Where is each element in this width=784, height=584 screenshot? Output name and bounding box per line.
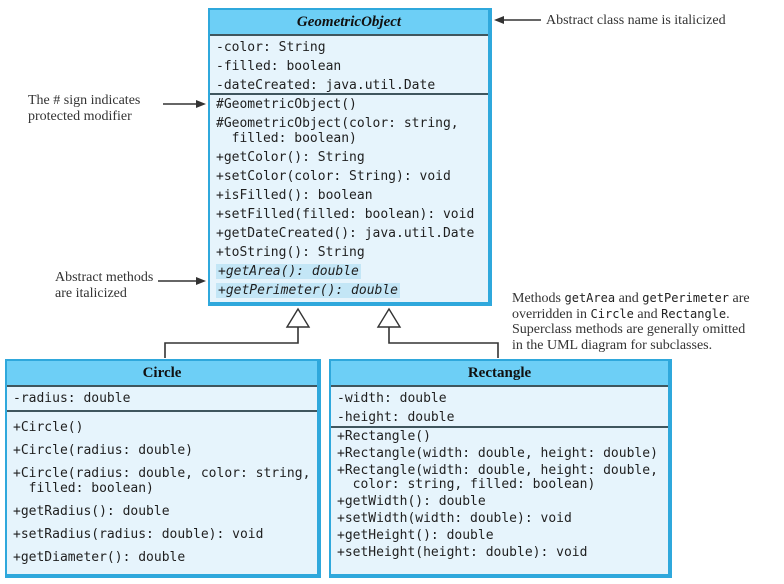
method-line: +Circle(radius: double) [13,443,194,458]
attributes-compartment-geometricobject: -color: String -filled: boolean -dateCreat… [210,34,488,93]
abstract-class-note-arrow [494,16,541,24]
method-line: +Circle(radius: double, color: string, f… [13,466,311,496]
method-line: +getDateCreated(): java.util.Date [216,226,475,241]
attribute-line: -width: double [337,391,447,406]
attributes-compartment-rectangle: -width: double -height: double [331,385,668,426]
method-line: +Rectangle(width: double, height: double… [337,446,658,461]
method-line: +setHeight(height: double): void [337,545,588,560]
attribute-line: -radius: double [13,391,131,406]
inheritance-arrow-rectangle [376,307,499,358]
hollow-triangle-icon [285,307,311,328]
method-line: #GeometricObject() [216,97,357,112]
method-line: +setFilled(filled: boolean): void [216,207,475,222]
method-line: +setColor(color: String): void [216,169,451,184]
methods-compartment-circle: +Circle() +Circle(radius: double) +Circle(… [7,410,317,565]
attribute-line: -filled: boolean [216,59,342,74]
method-line: +Circle() [13,420,84,435]
method-line: +isFilled(): boolean [216,188,373,203]
class-box-circle: Circle -radius: double +Circle()+Circle(… [5,359,321,578]
method-line: +toString(): String [216,245,365,260]
protected-modifier-note: The # sign indicates protected modifier [28,93,140,124]
class-name-circle: Circle [7,361,317,385]
method-line: +getWidth(): double [337,494,486,509]
note-line: The # sign indicates [28,93,141,108]
method-line: +Rectangle() [337,429,431,444]
methods-compartment-rectangle: +Rectangle() +Rectangle(width: double, he… [331,426,668,560]
method-line: +getPerimeter(): double [216,283,401,298]
arrowhead-right-icon [196,277,206,285]
protected-note-arrow [163,100,206,108]
methods-compartment-geometricobject: #GeometricObject() #GeometricObject(color… [210,93,488,298]
attributes-compartment-circle: -radius: double [7,385,317,410]
arrowhead-left-icon [494,16,504,24]
method-line: +getColor(): String [216,150,365,165]
class-name-rectangle: Rectangle [331,361,668,385]
abstract-methods-note-arrow [158,277,206,285]
note-line: Abstract methods [55,270,154,285]
class-name-geometricobject: GeometricObject [210,10,488,34]
method-line: +getArea(): double [216,264,361,279]
class-box-rectangle: Rectangle -width: double-height: double … [329,359,672,578]
method-line: +getDiameter(): double [13,550,186,565]
method-line: +getHeight(): double [337,528,494,543]
attribute-line: -dateCreated: java.util.Date [216,78,436,93]
hollow-triangle-icon [376,307,402,328]
abstract-class-note: Abstract class name is italicized [546,13,726,28]
method-line: +setRadius(radius: double): void [13,527,264,542]
note-line: protected modifier [28,108,132,124]
class-box-geometricobject: GeometricObject -color: String -filled: b… [208,8,492,306]
abstract-methods-note: Abstract methods are italicized [55,270,153,301]
attribute-line: -height: double [337,410,455,425]
method-line: +getRadius(): double [13,504,170,519]
note-line: are italicized [55,285,127,301]
attribute-line: -color: String [216,40,326,55]
inheritance-arrow-circle [164,307,311,358]
arrowhead-right-icon [196,100,206,108]
method-line: #GeometricObject(color: string, filled: … [216,116,459,146]
method-line: +setWidth(width: double): void [337,511,572,526]
method-line: +Rectangle(width: double, height: double… [337,463,658,492]
